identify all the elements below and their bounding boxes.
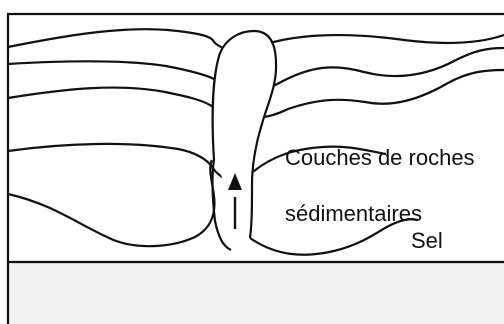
label-salt: Sel bbox=[411, 228, 443, 253]
label-layers-line-1: Couches de roches bbox=[285, 145, 475, 170]
label-layers-line-2: sédimentaires bbox=[285, 201, 422, 226]
basement-layer bbox=[8, 262, 504, 324]
